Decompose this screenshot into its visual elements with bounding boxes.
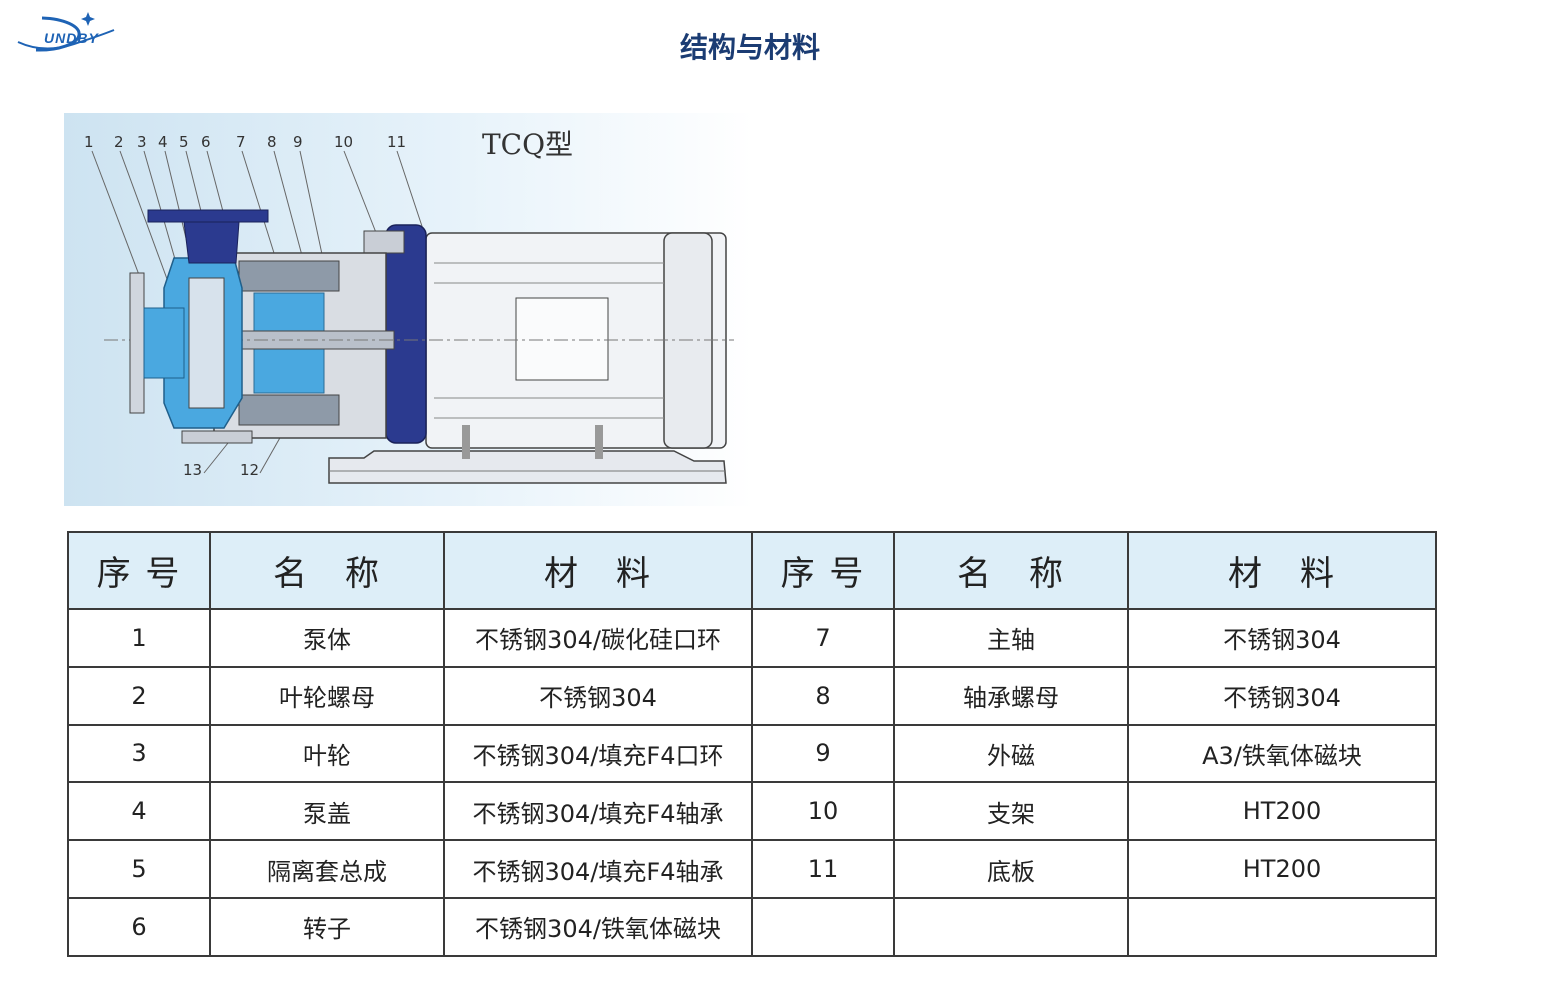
table-cell: 叶轮螺母 <box>209 665 445 726</box>
table-cell: 6 <box>67 896 211 957</box>
table-row: 5 隔离套总成 不锈钢304/填充F4轴承 11 底板 HT200 <box>67 839 1437 899</box>
callout-number: 7 <box>236 133 246 151</box>
table-cell: 支架 <box>893 781 1129 842</box>
table-cell: 9 <box>751 723 895 784</box>
table-cell: 叶轮 <box>209 723 445 784</box>
callout-number: 9 <box>293 133 303 151</box>
callout-number: 3 <box>137 133 147 151</box>
table-cell: 不锈钢304 <box>1127 665 1437 726</box>
company-logo: UNDBY <box>14 8 118 58</box>
header-cell: 材 料 <box>1127 531 1437 610</box>
table-cell: 不锈钢304/铁氧体磁块 <box>443 896 753 957</box>
callout-number: 2 <box>114 133 124 151</box>
table-row: 2 叶轮螺母 不锈钢304 8 轴承螺母 不锈钢304 <box>67 665 1437 726</box>
callout-number: 6 <box>201 133 211 151</box>
pump-drawing <box>91 150 734 484</box>
table-cell: 3 <box>67 723 211 784</box>
table-cell: 2 <box>67 665 211 726</box>
model-label: TCQ型 <box>482 128 574 161</box>
table-cell: 8 <box>751 665 895 726</box>
table-cell <box>751 896 895 957</box>
table-cell: 不锈钢304 <box>1127 608 1437 668</box>
table-cell: 轴承螺母 <box>893 665 1129 726</box>
table-cell: 不锈钢304/碳化硅口环 <box>443 608 753 668</box>
table-cell: 主轴 <box>893 608 1129 668</box>
table-row: 1 泵体 不锈钢304/碳化硅口环 7 主轴 不锈钢304 <box>67 608 1437 668</box>
logo-orbit-icon <box>17 12 115 52</box>
table-cell: 不锈钢304/填充F4轴承 <box>443 839 753 899</box>
table-cell: 1 <box>67 608 211 668</box>
callout-number: 12 <box>240 461 260 479</box>
callout-number: 4 <box>158 133 168 151</box>
table-cell: 11 <box>751 839 895 899</box>
header-cell: 名 称 <box>209 531 445 610</box>
table-cell: 10 <box>751 781 895 842</box>
pump-cross-section-diagram: TCQ型 1 2 3 4 5 6 7 8 9 10 11 13 12 <box>64 113 754 506</box>
callout-number: 13 <box>183 461 203 479</box>
table-cell: 不锈钢304 <box>443 665 753 726</box>
callout-number: 8 <box>267 133 277 151</box>
callout-number: 1 <box>84 133 94 151</box>
table-cell: A3/铁氧体磁块 <box>1127 723 1437 784</box>
callout-number: 5 <box>179 133 189 151</box>
table-cell: 外磁 <box>893 723 1129 784</box>
table-cell: 泵盖 <box>209 781 445 842</box>
table-row: 3 叶轮 不锈钢304/填充F4口环 9 外磁 A3/铁氧体磁块 <box>67 723 1437 784</box>
table-cell: HT200 <box>1127 839 1437 899</box>
table-cell <box>893 896 1129 957</box>
callout-number: 10 <box>334 133 354 151</box>
table-cell: 隔离套总成 <box>209 839 445 899</box>
table-cell: HT200 <box>1127 781 1437 842</box>
table-header-row: 序 号 名 称 材 料 序 号 名 称 材 料 <box>67 531 1437 610</box>
table-cell: 转子 <box>209 896 445 957</box>
header-cell: 材 料 <box>443 531 753 610</box>
table-cell: 4 <box>67 781 211 842</box>
table-row: 6 转子 不锈钢304/铁氧体磁块 <box>67 896 1437 957</box>
callout-number: 11 <box>387 133 407 151</box>
parts-materials-table: 序 号 名 称 材 料 序 号 名 称 材 料 1 泵体 不锈钢304/碳化硅口… <box>67 531 1437 957</box>
table-cell: 5 <box>67 839 211 899</box>
table-cell: 不锈钢304/填充F4轴承 <box>443 781 753 842</box>
table-row: 4 泵盖 不锈钢304/填充F4轴承 10 支架 HT200 <box>67 781 1437 842</box>
table-cell: 7 <box>751 608 895 668</box>
page-title: 结构与材料 <box>679 31 820 64</box>
header-cell: 序 号 <box>751 531 895 610</box>
logo-text: UNDBY <box>44 30 99 46</box>
table-cell: 不锈钢304/填充F4口环 <box>443 723 753 784</box>
table-cell <box>1127 896 1437 957</box>
header-cell: 序 号 <box>67 531 211 610</box>
table-cell: 泵体 <box>209 608 445 668</box>
header-cell: 名 称 <box>893 531 1129 610</box>
table-cell: 底板 <box>893 839 1129 899</box>
